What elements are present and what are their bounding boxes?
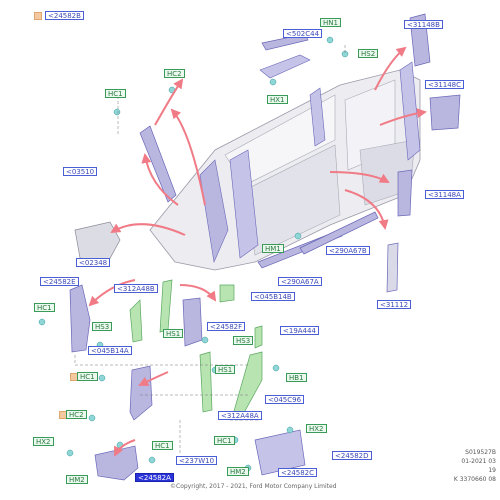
hardware-hc1-low[interactable]: HC1 <box>152 441 173 450</box>
vehicle-body-shell <box>149 54 421 271</box>
label-02348[interactable]: <02348 <box>76 258 111 267</box>
hardware-hx2-left[interactable]: HX2 <box>33 437 54 446</box>
hardware-hm2-left[interactable]: HM2 <box>66 475 88 484</box>
label-312a48b[interactable]: <312A48B <box>114 284 158 293</box>
label-237w10[interactable]: <237W10 <box>176 456 218 465</box>
leader-lines <box>74 45 346 455</box>
hardware-hm2-right[interactable]: HM2 <box>227 467 249 476</box>
green-parts <box>129 279 263 421</box>
hardware-hs3-left[interactable]: HS3 <box>92 322 113 331</box>
hardware-hc1-right[interactable]: HC1 <box>214 436 235 445</box>
clips <box>38 36 349 472</box>
label-31148a[interactable]: <31148A <box>425 190 464 199</box>
hardware-hc1-top[interactable]: HC1 <box>105 89 126 98</box>
detached-parts <box>69 13 461 481</box>
copyright-notice: ©Copyright, 2017 - 2021, Ford Motor Comp… <box>170 483 337 490</box>
hardware-hc1-mid[interactable]: HC1 <box>77 372 98 381</box>
hardware-hs3-right[interactable]: HS3 <box>233 336 254 345</box>
hardware-hc2-top[interactable]: HC2 <box>164 69 185 78</box>
label-31148c[interactable]: <31148C <box>425 80 465 89</box>
rear-trim-piece <box>74 221 121 263</box>
label-290a67a[interactable]: <290A67A <box>278 277 322 286</box>
label-24582a[interactable]: <24582A <box>135 473 174 482</box>
hardware-hn1[interactable]: HN1 <box>320 18 341 27</box>
hardware-hs1-upper[interactable]: HS1 <box>163 329 184 338</box>
hardware-hs1-lower[interactable]: HS1 <box>215 365 236 374</box>
fold-code-4: K 3370660 08 <box>453 476 496 483</box>
callout-arrows <box>88 46 427 457</box>
label-24582b[interactable]: <24582B <box>45 11 84 20</box>
hardware-hs2[interactable]: HS2 <box>358 49 379 58</box>
label-045c96[interactable]: <045C96 <box>265 395 305 404</box>
hardware-hc1-left[interactable]: HC1 <box>34 303 55 312</box>
hardware-hb1[interactable]: HB1 <box>286 373 307 382</box>
label-03510[interactable]: <03510 <box>63 167 98 176</box>
swatch-marker <box>34 12 42 20</box>
hardware-hc2-low[interactable]: HC2 <box>66 410 87 419</box>
label-045b14a[interactable]: <045B14A <box>88 346 132 355</box>
label-312a48a[interactable]: <312A48A <box>218 411 262 420</box>
fold-code-2: 01-2021 03 <box>461 458 496 465</box>
label-24582d[interactable]: <24582D <box>332 451 372 460</box>
label-24582f[interactable]: <24582F <box>207 322 246 331</box>
label-502c44[interactable]: <502C44 <box>283 29 323 38</box>
label-24582c[interactable]: <24582C <box>278 468 318 477</box>
hardware-hx2-right[interactable]: HX2 <box>306 424 327 433</box>
hardware-hm1[interactable]: HM1 <box>262 244 284 253</box>
label-290a67b[interactable]: <290A67B <box>326 246 370 255</box>
label-19a444[interactable]: <19A444 <box>280 326 319 335</box>
fold-code-1: S019527B <box>465 449 496 456</box>
label-31148b[interactable]: <31148B <box>404 20 443 29</box>
label-045b14b[interactable]: <045B14B <box>251 292 295 301</box>
label-31112[interactable]: <31112 <box>377 300 412 309</box>
label-24582e[interactable]: <24582E <box>40 277 79 286</box>
fold-code-3: 19 <box>488 467 496 474</box>
hardware-hx1[interactable]: HX1 <box>267 95 288 104</box>
